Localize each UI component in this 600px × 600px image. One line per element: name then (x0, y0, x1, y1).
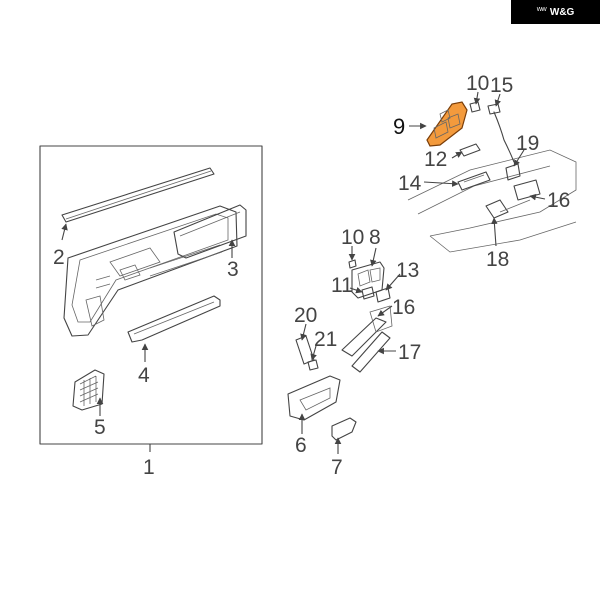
callout-5: 5 (94, 416, 106, 439)
part-11-block (361, 286, 375, 300)
part-14-inner-handle (457, 171, 491, 191)
callout-16-lower: 16 (392, 296, 415, 319)
part-10-clip-top (469, 101, 481, 113)
part-16-latch-top (513, 179, 541, 201)
callout-18: 18 (486, 248, 509, 271)
part-2-weatherstrip (61, 167, 215, 223)
brand-logo-text: W&G (549, 6, 575, 18)
part-18-actuator (485, 199, 531, 219)
callout-2: 2 (53, 246, 65, 269)
callout-labels: 1 2 3 4 5 6 7 8 10 11 13 16 17 20 21 9 1… (53, 72, 570, 479)
callout-19: 19 (516, 132, 539, 155)
assembly-frame (39, 145, 263, 445)
part-9-master-switch-panel (426, 101, 468, 147)
part-7-switch (331, 417, 357, 441)
part-17-latch-rod (341, 305, 393, 373)
part-10-clip-mid (348, 259, 357, 269)
callout-14: 14 (398, 172, 422, 195)
part-20-rod (295, 335, 315, 365)
part-15-cable (487, 103, 515, 163)
part-8-window-switch (351, 261, 385, 299)
callout-21: 21 (314, 328, 337, 351)
part-21-clip (307, 359, 319, 371)
wings-logo-icon: ᵂᵂ (536, 7, 547, 17)
brand-badge: ᵂᵂ W&G (511, 0, 600, 24)
callout-15: 15 (490, 74, 513, 97)
callout-9: 9 (393, 114, 405, 139)
callout-10-mid: 10 (341, 226, 364, 249)
callout-3: 3 (227, 258, 239, 281)
callout-6: 6 (295, 434, 307, 457)
part-12-bracket (459, 143, 481, 157)
callout-7: 7 (331, 456, 343, 479)
callout-20: 20 (294, 304, 317, 327)
callout-4: 4 (138, 364, 150, 387)
part-4-pull-strip (127, 295, 221, 343)
callout-12: 12 (424, 148, 447, 171)
part-3-armrest-pad (173, 204, 247, 259)
callout-16-upper: 16 (547, 189, 570, 212)
part-6-handle-bezel (287, 375, 341, 421)
callout-17: 17 (398, 341, 421, 364)
part-19-rod-clip (505, 163, 521, 181)
part-5-speaker-grille (72, 369, 105, 411)
part-13-block (375, 287, 391, 303)
callout-10-top: 10 (466, 72, 489, 95)
callout-11: 11 (331, 274, 353, 297)
callout-1: 1 (143, 456, 155, 479)
callout-8: 8 (369, 226, 381, 249)
leader-lines (61, 91, 546, 454)
callout-13: 13 (396, 259, 419, 282)
part-1-door-panel (63, 205, 238, 337)
